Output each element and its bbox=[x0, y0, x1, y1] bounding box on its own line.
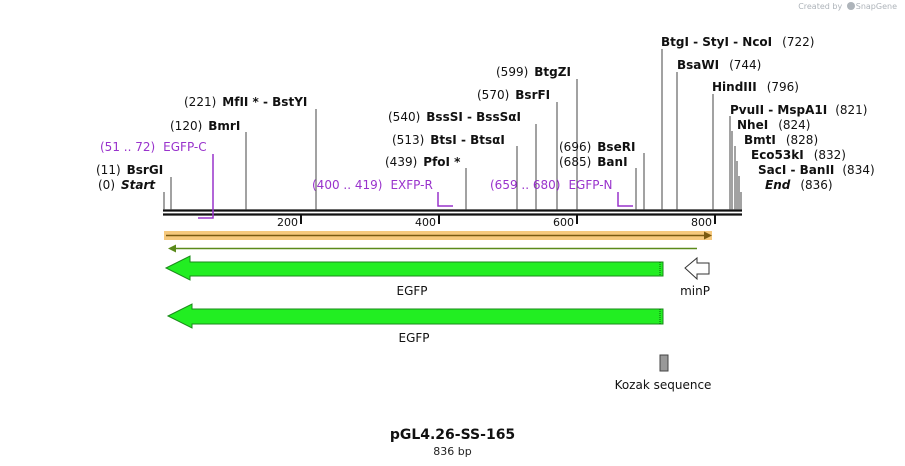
site-name: BsrGI bbox=[127, 163, 164, 177]
site-name: MfII * - BstYI bbox=[222, 95, 307, 109]
site-pos: (834) bbox=[842, 163, 874, 177]
svg-text:(513)BtsI - BtsαI: (513) BtsI - BtsαI bbox=[392, 133, 505, 147]
site-name: BtgI - StyI - NcoI bbox=[661, 35, 772, 49]
site-name: BseRI bbox=[597, 140, 635, 154]
svg-text:(540)BssSI - BssSαI: (540) BssSI - BssSαI bbox=[388, 110, 521, 124]
svg-text:Eco53kI(832): Eco53kI (832) bbox=[751, 148, 846, 162]
site-name: End bbox=[765, 178, 791, 192]
svg-text:BtgI - StyI - NcoI(722): BtgI - StyI - NcoI (722) bbox=[661, 35, 814, 49]
svg-text:(685)BanI: (685) BanI bbox=[559, 155, 628, 169]
site-pos: (513) bbox=[392, 133, 424, 147]
svg-text:HindIII(796): HindIII (796) bbox=[712, 80, 799, 94]
orf-bar bbox=[164, 231, 712, 240]
svg-text:SacI - BanII(834): SacI - BanII (834) bbox=[758, 163, 875, 177]
sequence-title: pGL4.26-SS-165 bbox=[389, 427, 516, 443]
svg-text:(696)BseRI: (696) BseRI bbox=[559, 140, 635, 154]
site-pos: (824) bbox=[778, 118, 810, 132]
primer-markers bbox=[198, 154, 633, 219]
svg-text:(221)MfII * - BstYI: (221) MfII * - BstYI bbox=[184, 95, 307, 109]
site-name: HindIII bbox=[712, 80, 757, 94]
svg-text:(11)BsrGI: (11) BsrGI bbox=[96, 163, 163, 177]
snapgene-logo-icon bbox=[846, 2, 855, 10]
svg-text:(51 .. 72)EGFP-C: (51 .. 72) EGFP-C bbox=[100, 140, 207, 154]
feature-label-egfp: EGFP bbox=[396, 284, 427, 298]
site-pos: (836) bbox=[800, 178, 832, 192]
site-pos: (744) bbox=[729, 58, 761, 72]
primer-labels: (51 .. 72) EGFP-C (400 .. 419) EXFP-R (659… bbox=[100, 140, 613, 192]
reverse-frame-line bbox=[168, 244, 697, 253]
primer-name: EGFP-N bbox=[568, 178, 612, 192]
site-name: Start bbox=[121, 178, 156, 192]
primer-name: EXFP-R bbox=[390, 178, 432, 192]
site-name: PvuII - MspA1I bbox=[730, 103, 827, 117]
credit-prefix: Created by bbox=[798, 2, 843, 11]
site-name: Eco53kI bbox=[751, 148, 804, 162]
ruler: 200 400 600 800 bbox=[277, 215, 716, 229]
snapgene-credit: Created by SnapGene bbox=[798, 2, 897, 11]
site-pos: (11) bbox=[96, 163, 121, 177]
primer-range: (51 .. 72) bbox=[100, 140, 155, 154]
primer-name: EGFP-C bbox=[163, 140, 206, 154]
site-name: BssSI - BssSαI bbox=[426, 110, 521, 124]
primer-exfp-r-marker bbox=[437, 192, 453, 207]
site-pos: (821) bbox=[835, 103, 867, 117]
site-name: BanI bbox=[597, 155, 627, 169]
feature-label-minp: minP bbox=[680, 284, 710, 298]
site-pos: (722) bbox=[782, 35, 814, 49]
ruler-label-600: 600 bbox=[553, 216, 574, 229]
site-pos: (540) bbox=[388, 110, 420, 124]
site-pos: (832) bbox=[814, 148, 846, 162]
svg-text:(439)PfoI *: (439) PfoI * bbox=[385, 155, 461, 169]
primer-range: (400 .. 419) bbox=[312, 178, 382, 192]
site-pos: (796) bbox=[767, 80, 799, 94]
svg-text:BsaWI(744): BsaWI (744) bbox=[677, 58, 761, 72]
site-name: SacI - BanII bbox=[758, 163, 834, 177]
site-pos: (120) bbox=[170, 119, 202, 133]
site-pos: (221) bbox=[184, 95, 216, 109]
svg-text:(120)BmrI: (120) BmrI bbox=[170, 119, 240, 133]
site-pos: (570) bbox=[477, 88, 509, 102]
site-pos: (0) bbox=[98, 178, 115, 192]
svg-text:End(836): End (836) bbox=[765, 178, 833, 192]
site-name: BmtI bbox=[744, 133, 776, 147]
site-pos: (828) bbox=[786, 133, 818, 147]
site-name: PfoI * bbox=[423, 155, 461, 169]
feature-label-egfp-2: EGFP bbox=[398, 331, 429, 345]
primer-egfp-c-marker bbox=[198, 154, 214, 219]
site-name: NheI bbox=[737, 118, 768, 132]
egfp-feature-arrow-2 bbox=[166, 303, 664, 329]
site-labels: (0) Start (11) BsrGI (120) BmrI (221) MfII *… bbox=[96, 35, 875, 192]
svg-text:PvuII - MspA1I(821): PvuII - MspA1I (821) bbox=[730, 103, 867, 117]
svg-text:(570)BsrFI: (570) BsrFI bbox=[477, 88, 550, 102]
svg-text:BmtI(828): BmtI (828) bbox=[744, 133, 818, 147]
svg-text:(599)BtgZI: (599) BtgZI bbox=[496, 65, 571, 79]
site-name: BmrI bbox=[208, 119, 240, 133]
site-name: BsaWI bbox=[677, 58, 719, 72]
primer-range: (659 .. 680) bbox=[490, 178, 560, 192]
sequence-length: 836 bp bbox=[433, 445, 472, 458]
site-name: BsrFI bbox=[515, 88, 550, 102]
primer-egfp-n-marker bbox=[617, 192, 633, 207]
credit-brand: SnapGene bbox=[855, 2, 897, 11]
site-pos: (599) bbox=[496, 65, 528, 79]
kozak-sequence-box bbox=[659, 354, 669, 372]
site-pos: (439) bbox=[385, 155, 417, 169]
ruler-label-200: 200 bbox=[277, 216, 298, 229]
svg-text:(0)Start: (0) Start bbox=[98, 178, 156, 192]
dna-backbone bbox=[163, 209, 742, 216]
site-name: BtgZI bbox=[534, 65, 571, 79]
egfp-feature-arrow bbox=[164, 255, 664, 281]
ruler-label-800: 800 bbox=[691, 216, 712, 229]
svg-text:(400 .. 419)EXFP-R: (400 .. 419) EXFP-R bbox=[312, 178, 433, 192]
site-pos: (696) bbox=[559, 140, 591, 154]
site-lines bbox=[163, 49, 742, 210]
svg-text:NheI(824): NheI (824) bbox=[737, 118, 810, 132]
svg-text:(659 .. 680)EGFP-N: (659 .. 680) EGFP-N bbox=[490, 178, 613, 192]
ruler-label-400: 400 bbox=[415, 216, 436, 229]
site-name: BtsI - BtsαI bbox=[430, 133, 505, 147]
site-pos: (685) bbox=[559, 155, 591, 169]
feature-label-kozak: Kozak sequence bbox=[615, 378, 712, 392]
minp-promoter-arrow bbox=[684, 256, 710, 281]
